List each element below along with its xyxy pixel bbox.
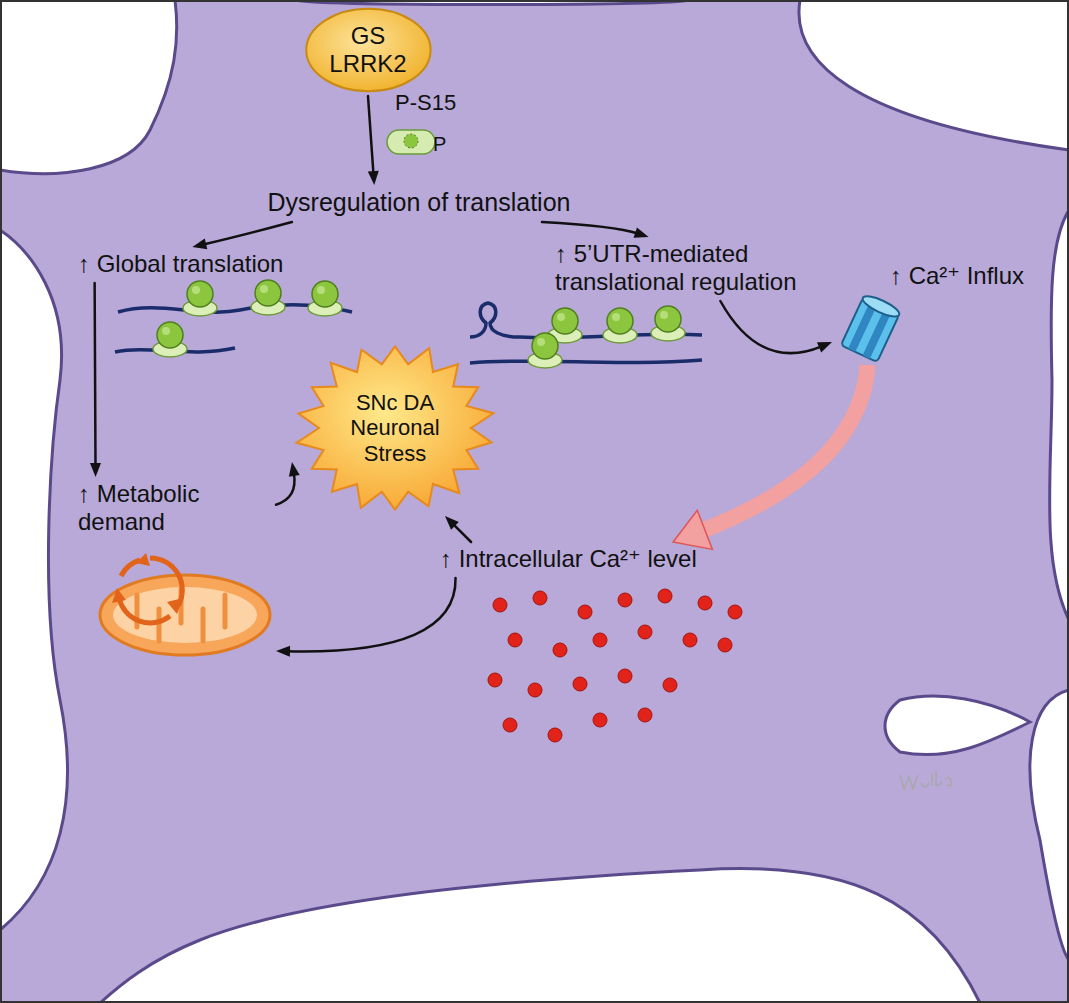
flow-arrow (542, 222, 649, 238)
calcium-ion (618, 593, 632, 607)
calcium-ion (683, 633, 697, 647)
phospho-label: P (433, 133, 446, 156)
node-text: ↑ Intracellular Ca²⁺ level (440, 545, 699, 573)
signature-scribble (900, 771, 952, 789)
starburst-shape (297, 346, 494, 509)
process-text: ↑ Global translation (78, 250, 286, 280)
cycle-arrowhead (167, 598, 183, 614)
calcium-ion (488, 673, 502, 687)
arrowhead (289, 462, 300, 477)
connector-line (698, 365, 867, 532)
phospho-site (404, 134, 418, 148)
arrowhead (90, 463, 101, 477)
flow-arrow (445, 516, 471, 542)
calcium-ion (718, 638, 732, 652)
mitochondrion (100, 575, 270, 655)
connector-line (93, 283, 96, 466)
ellipse-shape (306, 9, 430, 92)
arrowhead (192, 238, 207, 249)
calcium-ion (698, 596, 712, 610)
arrowhead (276, 646, 290, 657)
calcium-ion (663, 678, 677, 692)
connector-line (368, 96, 373, 174)
node-text: SNc DA Neuronal Stress (340, 390, 450, 466)
calcium-ion (658, 589, 672, 603)
calcium-ion (638, 708, 652, 722)
cycle-arc (150, 558, 182, 606)
calcium-ion (638, 625, 652, 639)
calcium-ions (488, 589, 742, 742)
calcium-ion (573, 677, 587, 691)
calcium-ion (618, 669, 632, 683)
node-text: Dysregulation of translation (268, 188, 573, 217)
arrowhead (817, 342, 832, 352)
cycle-arrowhead (136, 553, 150, 566)
calcium-ion (593, 713, 607, 727)
calcium-ion (528, 683, 542, 697)
ribosome (651, 306, 685, 341)
mitochondrion-matrix (113, 587, 257, 643)
calcium-ion (553, 643, 567, 657)
flow-arrow (90, 283, 101, 477)
site-label: P-S15 (395, 90, 456, 115)
node-text: ↑ Metabolic demand (78, 480, 228, 535)
arrowhead (673, 510, 712, 549)
mrna-strand (470, 360, 702, 363)
neuron-gap (885, 696, 1030, 755)
influx-arrow (673, 365, 868, 549)
connector-line (453, 524, 471, 542)
node-text: GS LRRK2 (327, 22, 409, 77)
process-text: ↑ Metabolic demand (78, 480, 273, 670)
tca-cycle (112, 553, 183, 623)
connector-line (720, 301, 821, 353)
connector-line (287, 578, 455, 651)
calcium-ion (508, 633, 522, 647)
phospho-s15-subunit (387, 130, 435, 154)
flow-arrow (720, 301, 832, 353)
calcium-ion (503, 718, 517, 732)
flow-arrow (276, 462, 300, 505)
ribosome (153, 322, 187, 357)
calcium-ion (493, 598, 507, 612)
node-text: ↑ 5’UTR-mediated translational regulatio… (555, 240, 865, 295)
node-text: ↑ Ca²⁺ Influx (890, 262, 1027, 290)
process-text: ↑ Intracellular Ca²⁺ level (440, 545, 699, 575)
process-text: Dysregulation of translation (268, 188, 573, 219)
cycle-arrowhead (112, 588, 126, 603)
flow-arrow (192, 222, 292, 249)
arrowhead (368, 171, 379, 185)
connector-line (203, 222, 292, 244)
channel-node: ↑ Ca²⁺ Influx (835, 262, 1027, 362)
ribosome (308, 281, 342, 316)
protein-ellipse: GS LRRK2 (305, 7, 432, 93)
arrowhead (634, 227, 649, 237)
calcium-ion (728, 605, 742, 619)
calcium-ion (593, 633, 607, 647)
connector-line (542, 222, 638, 234)
node-text: ↑ Global translation (78, 250, 286, 278)
ribosome (528, 333, 562, 368)
process-text: ↑ 5’UTR-mediated translational regulatio… (555, 240, 867, 298)
calcium-ion (548, 728, 562, 742)
ribosome (183, 281, 217, 316)
calcium-ion (533, 591, 547, 605)
ribosome (603, 308, 637, 343)
flow-arrow (276, 578, 456, 657)
ribosome (251, 280, 285, 315)
calcium-ion (578, 605, 592, 619)
arrowhead (445, 516, 459, 530)
connector-line (276, 473, 295, 505)
flow-arrow (368, 96, 379, 185)
channel-top (860, 293, 901, 321)
cycle-arc (119, 598, 170, 623)
stress-starburst: SNc DA Neuronal Stress (295, 343, 495, 513)
